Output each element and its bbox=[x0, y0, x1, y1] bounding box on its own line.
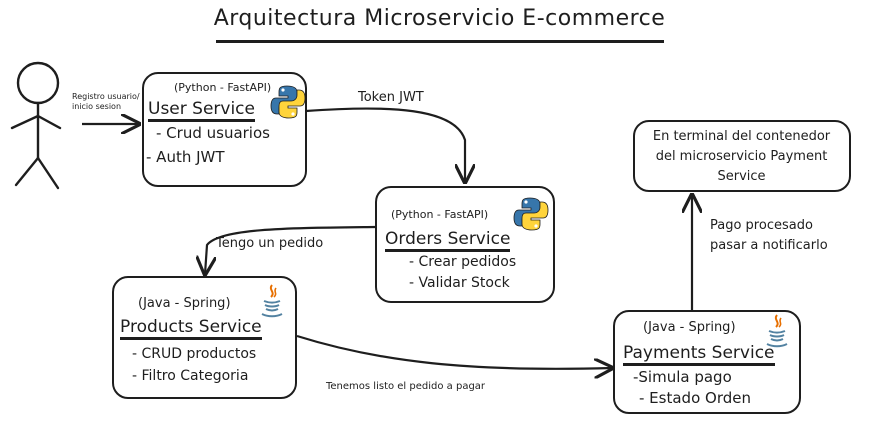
products-service-title: Products Service bbox=[120, 318, 262, 340]
payments-service-item-2: - Estado Orden bbox=[639, 389, 751, 407]
actor-label: Registro usuario/ inicio sesion bbox=[72, 92, 140, 112]
edge-label-pago: Pago procesado pasar a notificarlo bbox=[710, 216, 828, 256]
user-service-tech: (Python - FastAPI) bbox=[174, 81, 272, 94]
python-icon bbox=[513, 197, 549, 231]
edge-label-token: Token JWT bbox=[358, 90, 424, 105]
actor-label-line1: Registro usuario/ bbox=[72, 92, 140, 101]
terminal-note-line2: del microservicio Payment bbox=[655, 149, 828, 164]
terminal-note-line1: En terminal del contenedor bbox=[652, 129, 831, 144]
java-icon bbox=[261, 284, 283, 318]
products-service-item-2: - Filtro Categoria bbox=[132, 368, 249, 384]
user-service-title: User Service bbox=[148, 100, 255, 122]
user-actor-figure bbox=[10, 61, 62, 190]
diagram-title: Arquitectura Microservicio E-commerce bbox=[213, 6, 666, 31]
orders-service-item-1: - Crear pedidos bbox=[409, 254, 517, 270]
edge-label-pedido: Tengo un pedido bbox=[216, 236, 324, 251]
user-service-item-2: - Auth JWT bbox=[146, 148, 225, 166]
actor-label-line2: inicio sesion bbox=[72, 102, 122, 111]
orders-service-box: (Python - FastAPI) Orders Service - Crea… bbox=[375, 186, 555, 303]
edge-label-pago-line1: Pago procesado bbox=[710, 218, 813, 233]
products-service-item-1: - CRUD productos bbox=[132, 346, 257, 362]
payments-service-tech: (Java - Spring) bbox=[643, 320, 736, 335]
user-service-box: (Python - FastAPI) User Service - Crud u… bbox=[142, 72, 307, 187]
products-service-tech: (Java - Spring) bbox=[138, 296, 231, 311]
orders-service-title: Orders Service bbox=[385, 230, 511, 252]
arrow-products-to-payments bbox=[296, 334, 612, 369]
payments-service-item-1: -Simula pago bbox=[633, 368, 732, 386]
user-service-item-1: - Crud usuarios bbox=[156, 124, 270, 142]
orders-service-item-2: - Validar Stock bbox=[409, 275, 510, 291]
title-underline bbox=[216, 40, 664, 43]
terminal-note-box: En terminal del contenedor del microserv… bbox=[633, 120, 851, 192]
terminal-note-line3: Service bbox=[717, 169, 766, 184]
terminal-note-text: En terminal del contenedor del microserv… bbox=[635, 127, 848, 187]
products-service-box: (Java - Spring) Products Service - CRUD … bbox=[112, 276, 297, 399]
arrow-orders-to-products bbox=[205, 225, 376, 274]
payments-service-box: (Java - Spring) Payments Service -Simula… bbox=[613, 310, 801, 414]
payments-service-title: Payments Service bbox=[623, 344, 775, 366]
orders-service-tech: (Python - FastAPI) bbox=[391, 208, 489, 221]
java-icon bbox=[766, 314, 788, 348]
edge-label-pago-line2: pasar a notificarlo bbox=[710, 238, 828, 253]
python-icon bbox=[270, 85, 306, 119]
edge-label-pagar: Tenemos listo el pedido a pagar bbox=[326, 381, 486, 392]
arrow-user-to-orders bbox=[305, 107, 465, 182]
